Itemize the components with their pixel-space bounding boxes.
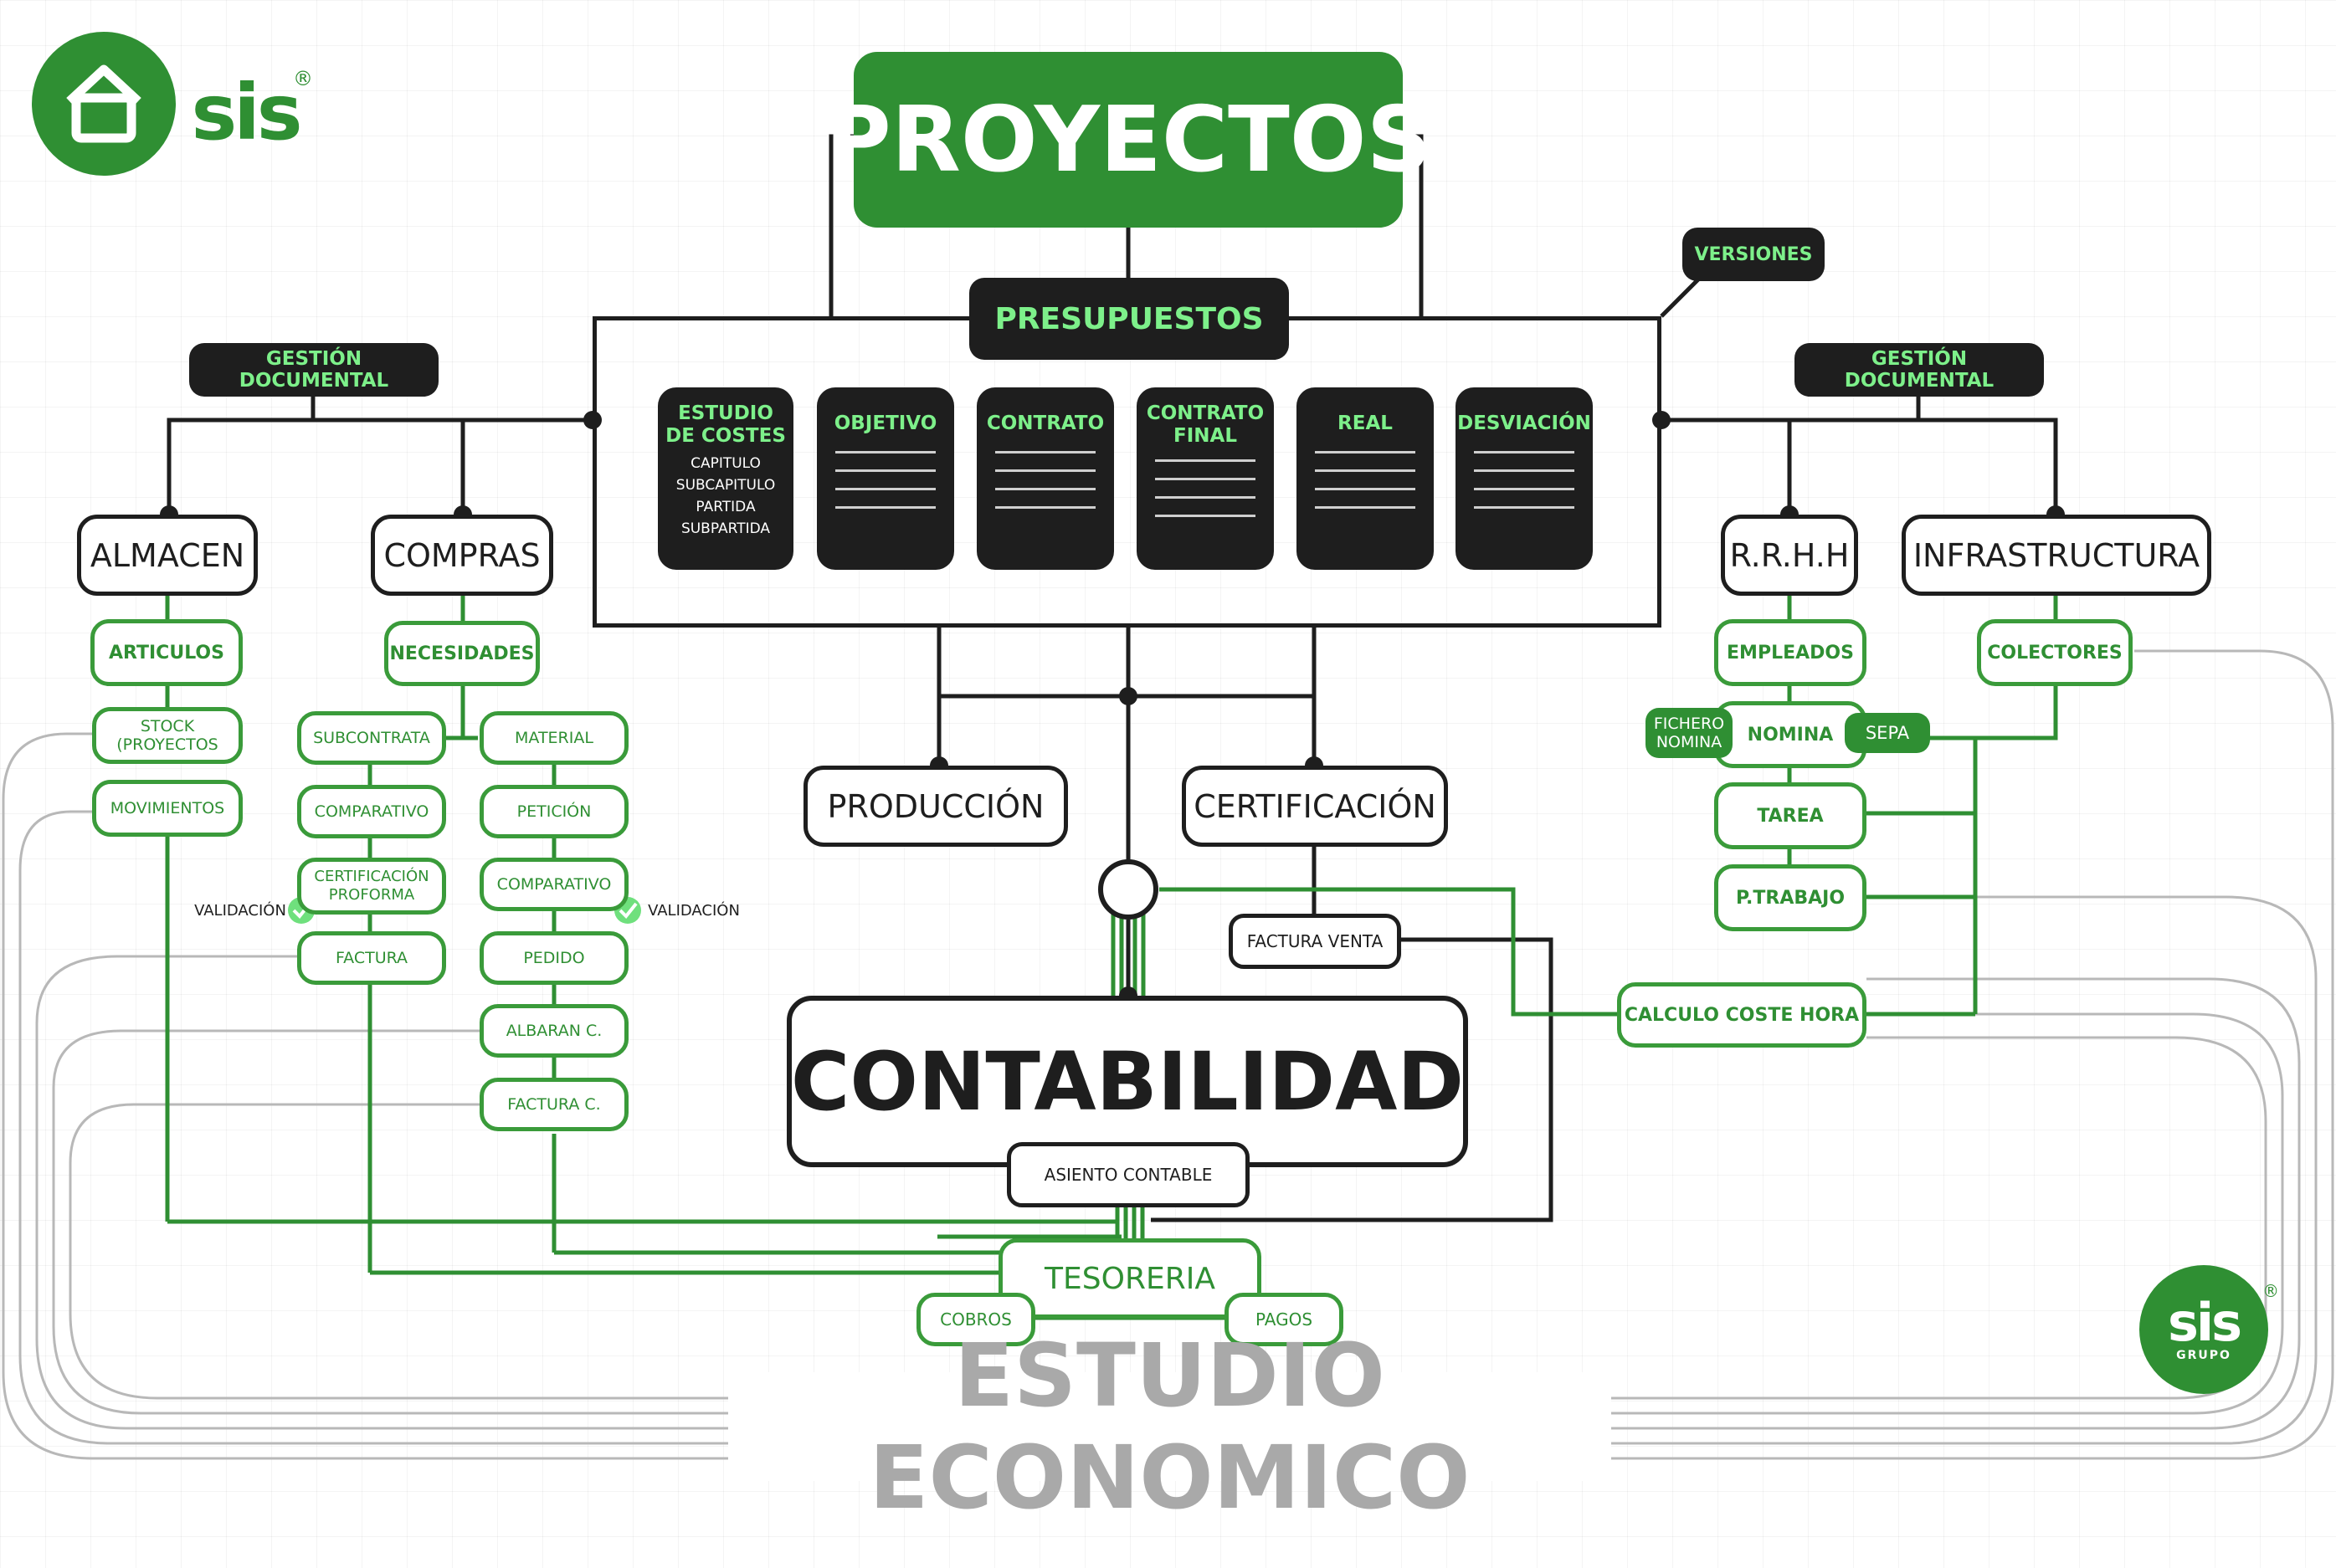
pedido-node[interactable]: PEDIDO [480, 931, 629, 985]
colectores-node[interactable]: COLECTORES [1977, 619, 2133, 686]
pagos-node[interactable]: PAGOS [1224, 1293, 1343, 1346]
tarea-node[interactable]: TAREA [1714, 782, 1866, 849]
card-placeholder-line [1474, 469, 1574, 472]
card-placeholder-line [1315, 469, 1415, 472]
subcontrata-node[interactable]: SUBCONTRATA [297, 711, 446, 765]
card-placeholder-line [1474, 488, 1574, 490]
left-doc-management-badge: GESTIÓN DOCUMENTAL [189, 343, 439, 397]
budget-card-desviacion[interactable]: DESVIACIÓN [1456, 387, 1593, 570]
card-placeholder-line [835, 488, 936, 490]
stock-node[interactable]: STOCK (PROYECTOS [92, 707, 243, 764]
card-title-line: CONTRATO [1146, 402, 1265, 424]
card-placeholder-line [1155, 515, 1255, 517]
produccion-node[interactable]: PRODUCCIÓN [803, 766, 1068, 847]
budget-card-estudio[interactable]: ESTUDIO DE COSTES CAPITULO SUBCAPITULO P… [658, 387, 793, 570]
house-logo-icon [32, 32, 176, 176]
card-placeholder-line [835, 506, 936, 509]
budget-card-contrato-final[interactable]: CONTRATO FINAL [1137, 387, 1274, 570]
footer-title: ESTUDIO ECONOMICO [728, 1325, 1611, 1529]
validation-label-right: VALIDACIÓN [648, 901, 740, 920]
house-icon [66, 64, 141, 143]
card-title-line: ESTUDIO [678, 402, 773, 424]
movimientos-node[interactable]: MOVIMIENTOS [92, 780, 243, 837]
card-placeholder-line [1474, 506, 1574, 509]
contabilidad-node[interactable]: CONTABILIDAD [787, 996, 1468, 1167]
empleados-node[interactable]: EMPLEADOS [1714, 619, 1866, 686]
card-placeholder-line [995, 469, 1096, 472]
page-title: PROYECTOS [825, 52, 1431, 228]
card-title-line: CONTRATO [986, 412, 1105, 434]
card-placeholder-line [835, 451, 936, 453]
registered-mark: ® [293, 67, 313, 90]
card-sub-item: PARTIDA [696, 499, 756, 515]
asiento-contable-node[interactable]: ASIENTO CONTABLE [1007, 1142, 1250, 1207]
card-placeholder-line [995, 451, 1096, 453]
albaran-node[interactable]: ALBARAN C. [480, 1004, 629, 1058]
rrhh-node[interactable]: R.R.H.H [1721, 515, 1858, 596]
budget-card-objetivo[interactable]: OBJETIVO [817, 387, 954, 570]
compras-node[interactable]: COMPRAS [371, 515, 553, 596]
card-placeholder-line [995, 506, 1096, 509]
sepa-badge[interactable]: SEPA [1845, 713, 1930, 753]
card-sub-item: CAPITULO [691, 455, 761, 472]
card-placeholder-line [1155, 459, 1255, 462]
card-title-line: REAL [1337, 412, 1393, 434]
group-logo: sis GRUPO [2139, 1265, 2268, 1394]
card-sub-item: SUBPARTIDA [680, 520, 771, 537]
budget-card-contrato[interactable]: CONTRATO [977, 387, 1114, 570]
card-placeholder-line [1315, 506, 1415, 509]
card-placeholder-line [995, 488, 1096, 490]
black-lines [167, 134, 2058, 1222]
brand-wordmark: sis [191, 67, 302, 157]
card-title-line: DESVIACIÓN [1457, 412, 1591, 434]
versions-badge: VERSIONES [1682, 228, 1825, 281]
almacen-node[interactable]: ALMACEN [77, 515, 258, 596]
comparativo-b-node[interactable]: COMPARATIVO [480, 858, 629, 911]
card-placeholder-line [1155, 478, 1255, 480]
material-node[interactable]: MATERIAL [480, 711, 629, 765]
budget-card-real[interactable]: REAL [1296, 387, 1434, 570]
fichero-nomina-badge[interactable]: FICHERO NOMINA [1645, 708, 1733, 758]
necesidades-node[interactable]: NECESIDADES [384, 621, 540, 686]
card-title-line: DE COSTES [665, 425, 786, 447]
group-logo-wordmark: sis [2167, 1292, 2242, 1353]
certificacion-proforma-node[interactable]: CERTIFICACIÓN PROFORMA [297, 858, 446, 915]
factura-node[interactable]: FACTURA [297, 931, 446, 985]
calculo-coste-hora-node[interactable]: CALCULO COSTE HORA [1617, 982, 1866, 1048]
card-placeholder-line [1315, 488, 1415, 490]
card-placeholder-line [835, 469, 936, 472]
right-doc-management-badge: GESTIÓN DOCUMENTAL [1794, 343, 2044, 397]
factura-c-node[interactable]: FACTURA C. [480, 1078, 629, 1131]
card-title-line: FINAL [1173, 425, 1237, 447]
registered-mark-bottom: ® [2262, 1281, 2279, 1301]
accounting-hub-node [1098, 859, 1158, 920]
card-placeholder-line [1315, 451, 1415, 453]
p-trabajo-node[interactable]: P.TRABAJO [1714, 864, 1866, 931]
card-placeholder-line [1155, 496, 1255, 499]
factura-venta-node[interactable]: FACTURA VENTA [1229, 914, 1401, 969]
card-sub-item: SUBCAPITULO [675, 477, 776, 494]
tesoreria-node[interactable]: TESORERIA [999, 1238, 1261, 1319]
articulos-node[interactable]: ARTICULOS [90, 619, 243, 686]
validation-label-left: VALIDACIÓN [194, 901, 286, 920]
certificacion-node[interactable]: CERTIFICACIÓN [1182, 766, 1448, 847]
peticion-node[interactable]: PETICIÓN [480, 785, 629, 838]
nomina-node[interactable]: NOMINA [1714, 701, 1866, 768]
presupuestos-label: PRESUPUESTOS [969, 278, 1289, 360]
group-logo-subtitle: GRUPO [2176, 1349, 2231, 1362]
cobros-node[interactable]: COBROS [916, 1293, 1035, 1346]
comparativo-a-node[interactable]: COMPARATIVO [297, 785, 446, 838]
infraestructura-node[interactable]: INFRASTRUCTURA [1902, 515, 2211, 596]
card-title-line: OBJETIVO [834, 412, 937, 434]
card-placeholder-line [1474, 451, 1574, 453]
